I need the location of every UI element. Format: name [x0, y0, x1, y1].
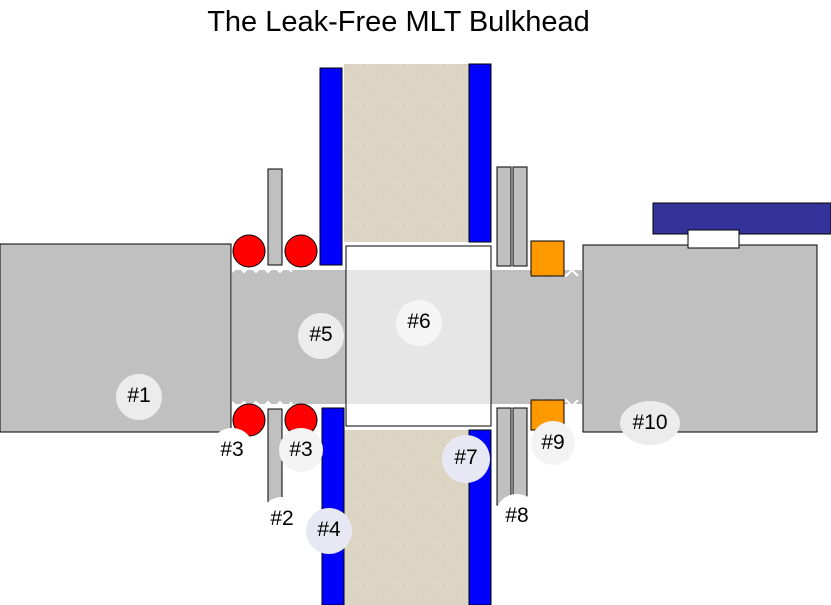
label-8: #8 [495, 494, 539, 538]
washer8-upper-a [496, 166, 512, 267]
label-3-left: #3 [210, 428, 254, 472]
label-7: #7 [442, 435, 490, 483]
diagram-title: The Leak-Free MLT Bulkhead [207, 6, 590, 38]
blue-plate-left-upper [319, 67, 343, 266]
pipe-body-left [0, 243, 232, 433]
blue-plate-right-upper [468, 63, 492, 243]
blue-plate-left-lower [321, 407, 345, 605]
label-9: #9 [531, 421, 575, 465]
label-6: #6 [396, 300, 442, 346]
o-ring-upper-left [232, 234, 266, 268]
label-3-right: #3 [279, 428, 323, 472]
label-4: #4 [306, 508, 352, 554]
washer8-lower-b [512, 407, 528, 506]
handle-bar [652, 202, 831, 235]
label-5: #5 [298, 313, 344, 359]
washer-upper [267, 168, 283, 266]
washer8-lower-a [496, 407, 512, 506]
gasket-upper [530, 240, 565, 277]
pipe-body-right [582, 244, 818, 433]
washer8-upper-b [512, 166, 528, 267]
label-1: #1 [116, 374, 162, 420]
thread-teeth-top [231, 264, 293, 274]
wall-upper [344, 64, 469, 242]
o-ring-upper-right [284, 234, 318, 268]
label-10: #10 [620, 401, 680, 445]
thread-teeth-bottom [231, 400, 293, 410]
handle-clip [687, 229, 740, 249]
label-2: #2 [260, 497, 304, 541]
